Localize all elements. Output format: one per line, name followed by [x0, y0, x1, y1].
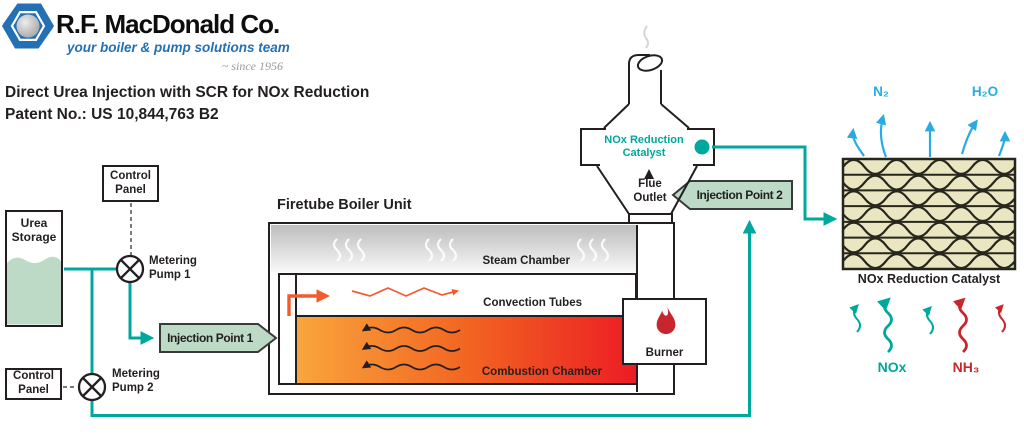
flue-stack-outline [596, 25, 698, 224]
catalyst-tap-dot [694, 139, 710, 155]
control-panel-1-box [102, 165, 159, 202]
urea-liquid [7, 256, 61, 325]
flame-icon [656, 303, 676, 335]
company-since: ~ since 1956 [221, 59, 283, 73]
control-signal-lines [63, 203, 132, 388]
company-name: R.F. MacDonald Co. [56, 9, 280, 39]
diagram-title: Direct Urea Injection with SCR for NOx R… [5, 84, 370, 101]
urea-piping [64, 145, 838, 417]
patent-number: Patent No.: US 10,844,763 B2 [5, 106, 219, 123]
combustion-flow-arrows [361, 323, 461, 371]
injection-point-1-label: Injection Point 1 [167, 330, 253, 345]
metering-pump-1-symbol [115, 254, 145, 284]
metering-pump-1-label: Metering Pump 1 [149, 255, 197, 281]
burner-label: Burner [645, 347, 684, 359]
catalyst-block [841, 157, 1017, 271]
metering-pump-2-label: Metering Pump 2 [112, 368, 160, 394]
control-panel-2-box [5, 368, 62, 400]
nh3-label: NH₃ [952, 359, 980, 375]
catalyst-block-label: NOx Reduction Catalyst [857, 272, 1001, 286]
flue-outlet-label: Flue Outlet [633, 178, 667, 204]
clean-gas-arrows [846, 113, 1011, 158]
h2o-label: H₂O [971, 84, 999, 99]
injection-point-2-shape [671, 180, 793, 210]
combustion-chamber-label: Combustion Chamber [481, 366, 602, 378]
nh3-gas-squiggles [952, 297, 1006, 354]
steam-squiggles [332, 238, 610, 262]
company-tagline: your boiler & pump solutions team [67, 40, 290, 55]
injection-point-2-label: Injection Point 2 [696, 187, 783, 202]
injection-point-1-shape [159, 323, 278, 353]
convection-tubes-label: Convection Tubes [483, 297, 582, 309]
steam-chamber-label: Steam Chamber [482, 255, 570, 267]
metering-pump-2-symbol [77, 372, 107, 402]
nox-label: NOx [877, 359, 907, 375]
boiler-title: Firetube Boiler Unit [277, 197, 412, 213]
control-panel-1-label: Control Panel [110, 169, 151, 196]
catalyst-box-label: NOx Reduction Catalyst [604, 133, 684, 159]
control-panel-2-label: Control Panel [13, 370, 54, 396]
burner-box: Burner [622, 298, 707, 365]
steam-chamber-area [271, 225, 637, 272]
urea-storage-label: Urea Storage [11, 215, 57, 244]
combustion-chamber-area [297, 315, 637, 383]
nox-gas-squiggles [849, 297, 934, 354]
convection-flow-arrows [287, 287, 459, 316]
company-logo-icon [1, 0, 55, 52]
n2-label: N₂ [873, 84, 889, 99]
